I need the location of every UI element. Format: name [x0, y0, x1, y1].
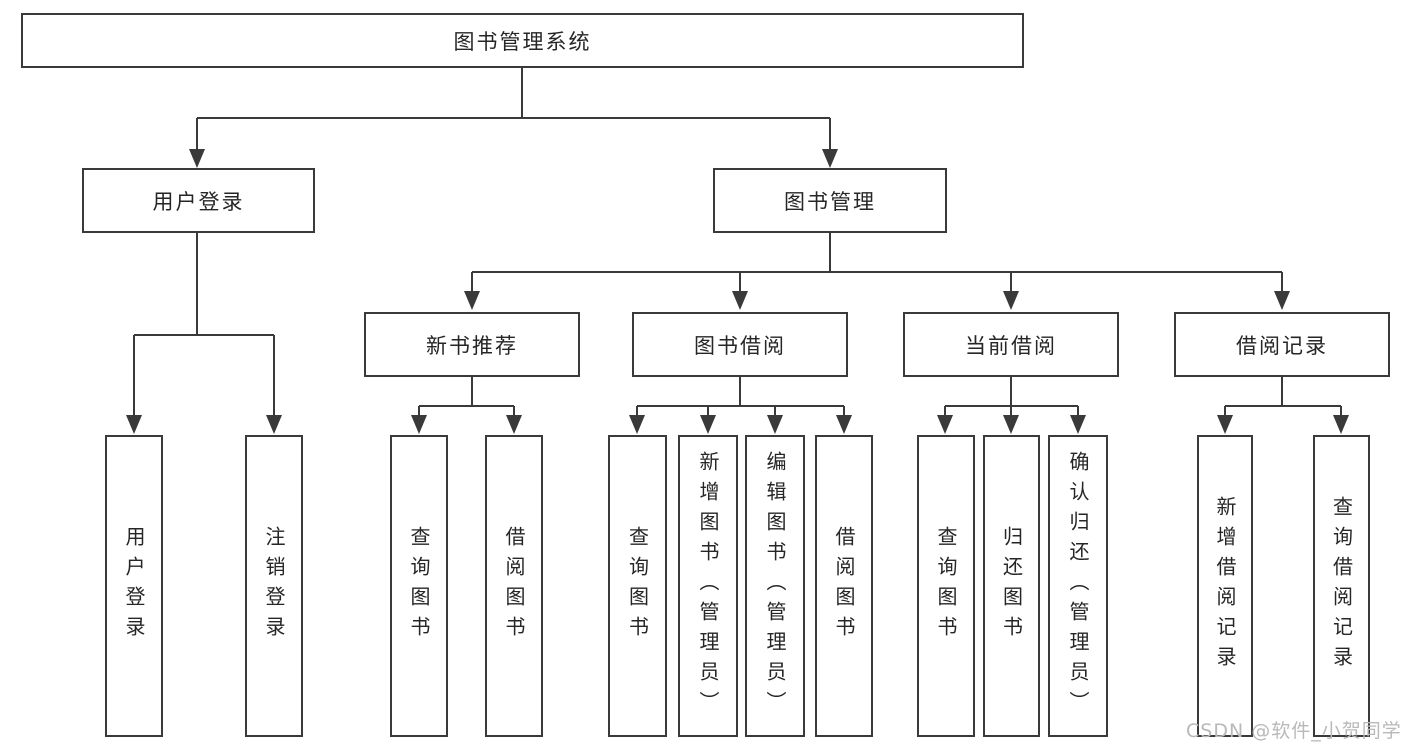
node-current-borrowing: 当前借阅 — [903, 312, 1119, 377]
leaf-user-login-label: 用户登录 — [122, 526, 146, 646]
leaf-newbook-borrow-books: 借阅图书 — [485, 435, 543, 737]
node-user-login: 用户登录 — [82, 168, 315, 233]
node-book-management: 图书管理 — [713, 168, 947, 233]
leaf-current-return-books-label: 归还图书 — [999, 526, 1024, 646]
leaf-borrowing-add-books-admin-label: 新增图书（管理员） — [696, 451, 720, 721]
node-new-book-recommend: 新书推荐 — [364, 312, 580, 377]
leaf-newbook-query-books-label: 查询图书 — [407, 526, 431, 646]
leaf-user-login: 用户登录 — [105, 435, 163, 737]
leaf-logout: 注销登录 — [245, 435, 303, 737]
leaf-borrowing-borrow-books-label: 借阅图书 — [832, 526, 856, 646]
leaf-newbook-query-books: 查询图书 — [390, 435, 448, 737]
leaf-borrowing-borrow-books: 借阅图书 — [815, 435, 873, 737]
leaf-records-add-record: 新增借阅记录 — [1197, 435, 1253, 737]
leaf-current-query-books: 查询图书 — [917, 435, 975, 737]
leaf-newbook-borrow-books-label: 借阅图书 — [502, 526, 526, 646]
leaf-records-query-record: 查询借阅记录 — [1313, 435, 1370, 737]
leaf-records-add-record-label: 新增借阅记录 — [1213, 496, 1237, 676]
csdn-watermark: CSDN @软件_小贺同学 — [1186, 720, 1402, 742]
leaf-borrowing-query-books-label: 查询图书 — [625, 526, 650, 646]
leaf-current-query-books-label: 查询图书 — [934, 526, 958, 646]
node-book-borrowing-label: 图书借阅 — [694, 333, 786, 358]
leaf-borrowing-edit-books-admin-label: 编辑图书（管理员） — [763, 451, 787, 721]
arrowheads — [126, 149, 1349, 434]
node-user-login-label: 用户登录 — [152, 189, 245, 214]
leaf-borrowing-add-books-admin: 新增图书（管理员） — [678, 435, 738, 737]
node-book-borrowing: 图书借阅 — [632, 312, 848, 377]
leaf-borrowing-query-books: 查询图书 — [608, 435, 667, 737]
node-borrowing-records: 借阅记录 — [1174, 312, 1390, 377]
node-borrowing-records-label: 借阅记录 — [1236, 333, 1328, 358]
node-book-management-label: 图书管理 — [784, 189, 876, 214]
leaf-current-return-books: 归还图书 — [983, 435, 1040, 737]
leaf-records-query-record-label: 查询借阅记录 — [1329, 496, 1354, 676]
node-new-book-recommend-label: 新书推荐 — [426, 333, 518, 358]
leaf-borrowing-edit-books-admin: 编辑图书（管理员） — [745, 435, 805, 737]
leaf-current-confirm-return-admin: 确认归还（管理员） — [1048, 435, 1108, 737]
leaf-current-confirm-return-admin-label: 确认归还（管理员） — [1066, 451, 1090, 721]
node-current-borrowing-label: 当前借阅 — [965, 333, 1057, 358]
node-root: 图书管理系统 — [21, 13, 1024, 68]
node-root-label: 图书管理系统 — [453, 29, 592, 54]
leaf-logout-label: 注销登录 — [262, 526, 286, 646]
